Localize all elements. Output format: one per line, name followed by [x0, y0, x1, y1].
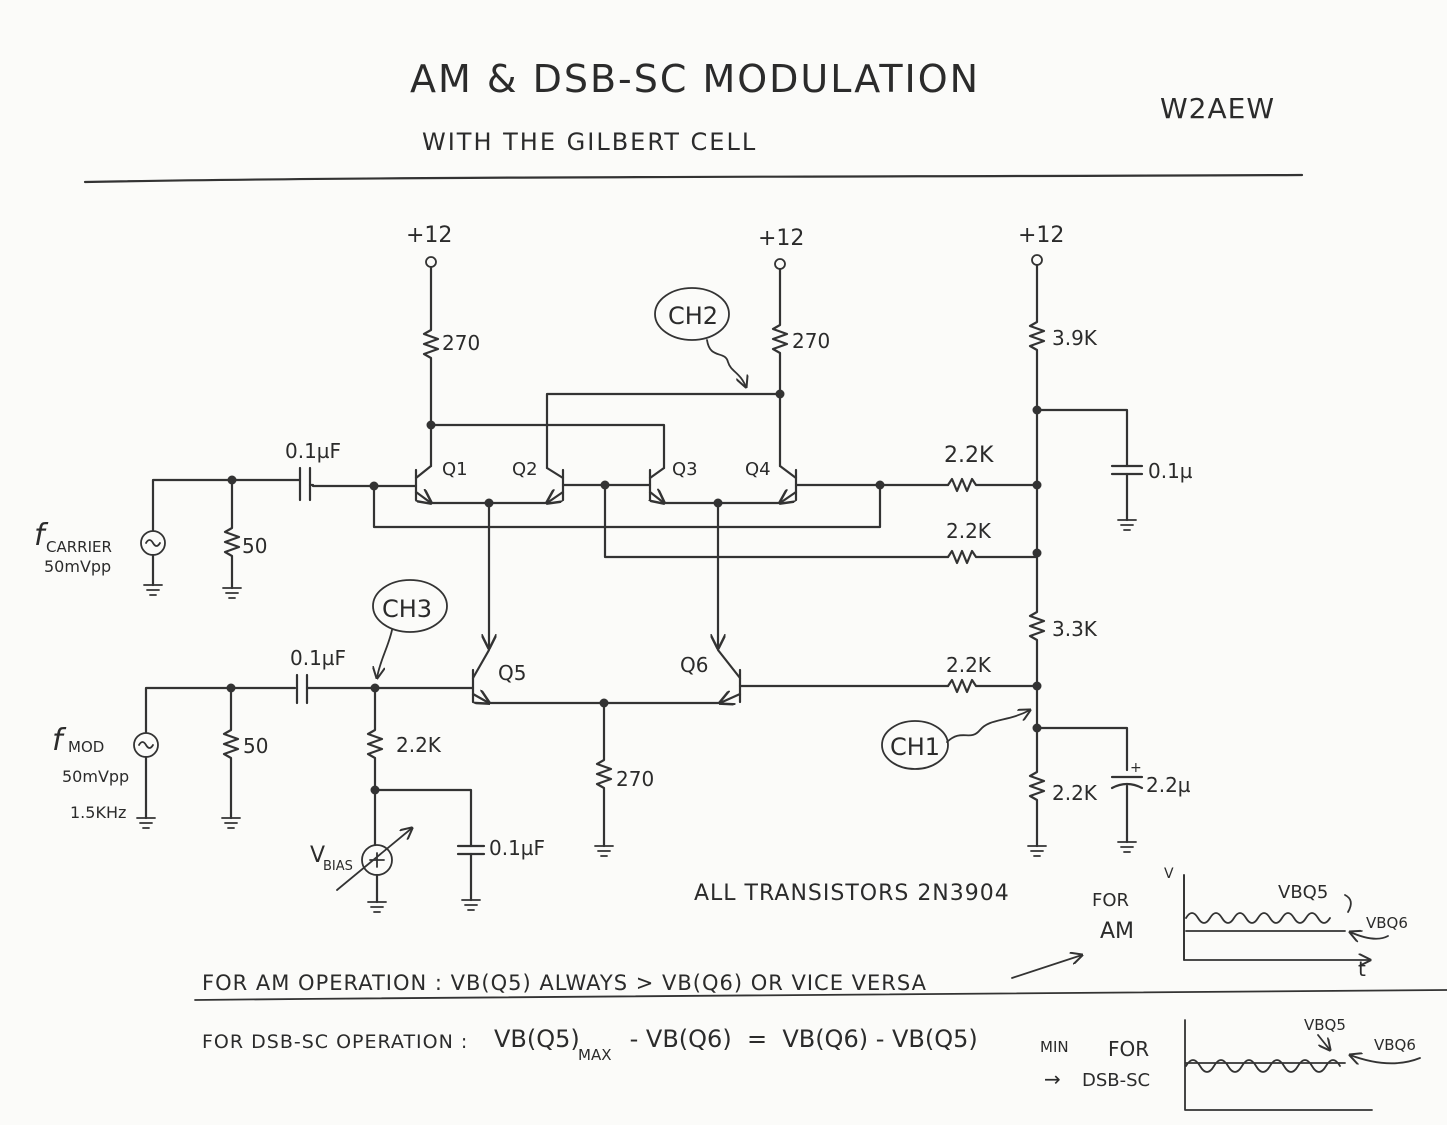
capacitor-top-bypass: 0.1µ [1110, 459, 1193, 531]
resistor-rc-right: 270 [771, 267, 830, 396]
dsb-rule: FOR DSB-SC OPERATION : VB(Q5) MAX - VB(Q… [202, 1025, 1069, 1064]
svg-text:Q1: Q1 [442, 459, 468, 480]
svg-text:CARRIER: CARRIER [46, 538, 112, 556]
svg-text:FOR DSB-SC OPERATION :: FOR DSB-SC OPERATION : [202, 1031, 468, 1053]
resistor-rc-left: 270 [422, 265, 480, 427]
capacitor-carrier: 0.1µF [285, 439, 341, 502]
transistor-q4: Q4 [745, 459, 798, 503]
subtitle: WITH THE GILBERT CELL [422, 128, 757, 156]
probe-ch3: CH3 [373, 579, 448, 678]
svg-text:2.2K: 2.2K [946, 519, 992, 543]
base-wiring-lower: 2.2K [738, 653, 1039, 694]
svg-text:VBQ6: VBQ6 [1366, 914, 1408, 932]
carrier-source: f CARRIER 50mVpp [34, 475, 302, 596]
svg-text:2.2K: 2.2K [1052, 781, 1098, 805]
am-rule: FOR AM OPERATION : VB(Q5) ALWAYS > VB(Q6… [202, 971, 927, 995]
svg-text:VB(Q5): VB(Q5) [494, 1025, 580, 1053]
svg-text:270: 270 [616, 767, 654, 791]
capacitor-vbias: 0.1µF [456, 836, 545, 911]
svg-text:t: t [1358, 957, 1366, 981]
supply-left: +12 [406, 223, 452, 268]
header-divider [83, 173, 1304, 184]
divider-chain: 3.9K 3.3K 2.2K [1027, 263, 1129, 857]
svg-text:Q4: Q4 [745, 459, 771, 480]
base-wiring-upper [311, 480, 950, 559]
transistor-q5: Q5 [471, 648, 526, 703]
svg-text:V: V [1164, 866, 1174, 882]
svg-text:DSB-SC: DSB-SC [1082, 1070, 1150, 1091]
supply-middle: +12 [758, 226, 804, 270]
transistor-q1: Q1 [414, 459, 468, 503]
capacitor-mod: 0.1µF [290, 646, 475, 705]
svg-text:- VB(Q6) = VB(Q6) - VB(Q5): - VB(Q6) = VB(Q6) - VB(Q5) [622, 1025, 978, 1053]
author-callsign: W2AEW [1160, 92, 1275, 125]
svg-text:FOR: FOR [1092, 890, 1129, 911]
svg-text:0.1µF: 0.1µF [285, 439, 341, 463]
emitter-wiring-lower: 270 [487, 698, 722, 857]
probe-ch1: CH1 [881, 710, 1030, 770]
svg-text:270: 270 [442, 331, 480, 355]
transistor-q2: Q2 [512, 459, 565, 503]
supply-right: +12 [1018, 223, 1064, 266]
svg-text:CH2: CH2 [668, 302, 718, 330]
probe-ch2: CH2 [654, 287, 746, 387]
svg-text:+: + [1130, 760, 1142, 776]
svg-text:50: 50 [242, 534, 267, 558]
svg-text:50mVpp: 50mVpp [62, 767, 129, 786]
svg-text:CH1: CH1 [890, 733, 940, 761]
svg-text:MOD: MOD [68, 738, 104, 756]
svg-text:+12: +12 [406, 223, 452, 248]
graph-dsb: FOR → DSB-SC VBQ5 VBQ6 [1044, 1016, 1421, 1111]
collector-wiring [426, 389, 785, 470]
svg-text:Q6: Q6 [680, 653, 708, 677]
svg-text:V: V [310, 843, 325, 868]
svg-text:BIAS: BIAS [323, 859, 353, 874]
svg-text:Q5: Q5 [498, 661, 526, 685]
header: AM & DSB-SC MODULATION WITH THE GILBERT … [83, 57, 1304, 184]
svg-text:Q2: Q2 [512, 459, 538, 480]
svg-text:50mVpp: 50mVpp [44, 557, 111, 576]
svg-text:f: f [52, 723, 67, 758]
svg-text:→: → [1044, 1067, 1061, 1091]
svg-text:+12: +12 [758, 226, 804, 251]
notes-divider [194, 989, 1447, 1001]
resistor-bias-q3: 2.2K [946, 519, 1039, 565]
resistor-vbias: 2.2K [366, 686, 473, 848]
svg-text:FOR: FOR [1108, 1037, 1149, 1061]
svg-text:VBQ5: VBQ5 [1278, 882, 1328, 903]
emitter-wiring-upper [429, 498, 782, 649]
svg-text:VBQ5: VBQ5 [1304, 1016, 1346, 1034]
capacitor-bottom-bypass: + 2.2µ [1110, 760, 1191, 853]
svg-text:0.1µF: 0.1µF [489, 836, 545, 860]
svg-text:CH3: CH3 [382, 595, 432, 623]
vbias-source: V BIAS [310, 788, 412, 913]
title: AM & DSB-SC MODULATION [410, 57, 980, 101]
svg-text:0.1µF: 0.1µF [290, 646, 346, 670]
svg-text:MAX: MAX [578, 1046, 611, 1064]
svg-text:0.1µ: 0.1µ [1148, 459, 1193, 483]
svg-text:3.3K: 3.3K [1052, 617, 1098, 641]
resistor-carrier-term: 50 [222, 478, 267, 599]
graph-am: FOR AM V t VBQ5 VBQ6 [1092, 866, 1408, 981]
resistor-bias-q1: 2.2K [944, 443, 1039, 493]
svg-text:MIN: MIN [1040, 1038, 1069, 1056]
transistor-q3: Q3 [650, 459, 698, 503]
transistor-q6: Q6 [680, 648, 742, 703]
resistor-mod-term: 50 [221, 686, 268, 829]
transistor-note: ALL TRANSISTORS 2N3904 [694, 881, 1010, 906]
svg-text:2.2K: 2.2K [944, 443, 994, 468]
svg-text:2.2K: 2.2K [396, 733, 442, 757]
svg-text:VBQ6: VBQ6 [1374, 1036, 1416, 1054]
svg-text:+12: +12 [1018, 223, 1064, 248]
svg-text:270: 270 [792, 329, 830, 353]
svg-text:AM: AM [1100, 919, 1134, 944]
am-arrow [1011, 955, 1082, 979]
svg-text:50: 50 [243, 734, 268, 758]
svg-text:Q3: Q3 [672, 459, 698, 480]
svg-text:2.2K: 2.2K [946, 653, 992, 677]
svg-text:2.2µ: 2.2µ [1146, 773, 1191, 797]
svg-text:3.9K: 3.9K [1052, 326, 1098, 350]
svg-text:1.5KHz: 1.5KHz [70, 803, 126, 822]
